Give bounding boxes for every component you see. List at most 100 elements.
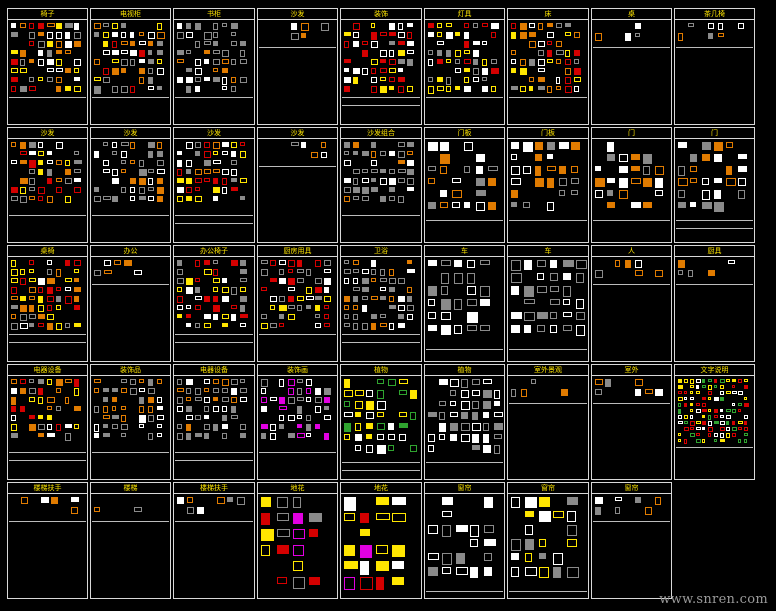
cad-block[interactable] <box>222 296 229 302</box>
cad-block[interactable] <box>186 169 191 174</box>
cad-block[interactable] <box>213 41 218 46</box>
cad-block[interactable] <box>56 296 61 302</box>
cad-block[interactable] <box>38 187 45 194</box>
cad-block[interactable] <box>94 77 101 81</box>
cad-block[interactable] <box>94 86 101 94</box>
cad-block[interactable] <box>524 312 535 321</box>
cad-block[interactable] <box>103 406 108 413</box>
cad-block[interactable] <box>470 525 479 537</box>
cad-block[interactable] <box>306 397 311 402</box>
cad-block[interactable] <box>56 68 63 72</box>
cad-block[interactable] <box>130 59 135 66</box>
cad-block[interactable] <box>47 406 52 410</box>
cad-block[interactable] <box>442 567 451 574</box>
cad-block[interactable] <box>20 388 26 394</box>
cad-block[interactable] <box>148 68 153 74</box>
cad-block[interactable] <box>56 160 62 165</box>
cad-block[interactable] <box>678 178 688 186</box>
cad-block[interactable] <box>112 68 119 75</box>
cad-block[interactable] <box>547 154 553 159</box>
cad-block[interactable] <box>380 169 386 173</box>
cad-block[interactable] <box>11 278 18 283</box>
cad-block[interactable] <box>222 151 228 155</box>
cad-block[interactable] <box>371 296 378 300</box>
cad-block[interactable] <box>186 196 192 201</box>
cad-block[interactable] <box>678 190 685 198</box>
cad-block[interactable] <box>553 511 564 518</box>
cad-block[interactable] <box>353 314 358 320</box>
cad-block[interactable] <box>20 305 27 312</box>
cad-block[interactable] <box>538 41 545 47</box>
cad-block[interactable] <box>565 50 570 57</box>
cad-block[interactable] <box>464 32 469 39</box>
cad-block[interactable] <box>389 287 395 292</box>
cad-block[interactable] <box>20 379 26 384</box>
cad-block[interactable] <box>301 142 306 148</box>
cad-block[interactable] <box>297 278 304 283</box>
cad-block[interactable] <box>38 50 43 56</box>
cad-block[interactable] <box>195 433 202 437</box>
cad-block[interactable] <box>38 169 43 175</box>
cad-block[interactable] <box>473 77 479 82</box>
cad-block[interactable] <box>355 434 362 441</box>
block-library-panel[interactable]: 电器设备 <box>173 364 255 480</box>
cad-block[interactable] <box>398 50 405 56</box>
cad-block[interactable] <box>678 421 683 424</box>
cad-block[interactable] <box>690 397 694 400</box>
cad-block[interactable] <box>355 412 361 417</box>
cad-block[interactable] <box>148 415 154 422</box>
cad-block[interactable] <box>139 187 145 194</box>
cad-block[interactable] <box>279 314 284 319</box>
cad-block[interactable] <box>240 50 245 57</box>
cad-block[interactable] <box>344 577 355 590</box>
cad-block[interactable] <box>11 196 18 201</box>
cad-block[interactable] <box>270 323 277 328</box>
cad-block[interactable] <box>231 305 237 309</box>
cad-block[interactable] <box>353 196 359 200</box>
cad-block[interactable] <box>213 77 220 82</box>
cad-block[interactable] <box>738 166 747 172</box>
cad-block[interactable] <box>293 577 305 589</box>
cad-block[interactable] <box>240 269 247 274</box>
cad-block[interactable] <box>157 68 164 75</box>
cad-block[interactable] <box>231 406 236 413</box>
cad-block[interactable] <box>315 323 321 328</box>
cad-block[interactable] <box>103 32 109 38</box>
cad-block[interactable] <box>450 423 458 431</box>
cad-block[interactable] <box>437 77 443 82</box>
cad-block[interactable] <box>177 151 182 155</box>
cad-block[interactable] <box>186 379 193 385</box>
cad-block[interactable] <box>38 424 45 430</box>
cad-block[interactable] <box>407 305 414 311</box>
cad-block[interactable] <box>450 412 458 417</box>
cad-block[interactable] <box>20 160 27 164</box>
cad-block[interactable] <box>446 50 451 57</box>
cad-block[interactable] <box>353 269 359 273</box>
cad-block[interactable] <box>240 433 246 438</box>
cad-block[interactable] <box>29 160 36 168</box>
cad-block[interactable] <box>708 23 714 29</box>
block-library-panel[interactable]: 书柜 <box>173 8 255 125</box>
cad-block[interactable] <box>148 151 153 158</box>
cad-block[interactable] <box>473 59 478 65</box>
cad-block[interactable] <box>74 424 79 429</box>
cad-block[interactable] <box>407 160 414 166</box>
cad-block[interactable] <box>74 68 79 73</box>
cad-block[interactable] <box>362 50 368 57</box>
cad-block[interactable] <box>362 196 369 201</box>
cad-block[interactable] <box>571 178 579 184</box>
cad-block[interactable] <box>291 33 299 40</box>
cad-block[interactable] <box>306 433 311 437</box>
cad-block[interactable] <box>690 178 697 183</box>
cad-block[interactable] <box>473 50 479 57</box>
cad-block[interactable] <box>473 41 480 45</box>
cad-block[interactable] <box>714 385 717 388</box>
cad-block[interactable] <box>231 287 237 295</box>
cad-block[interactable] <box>511 260 521 271</box>
cad-block[interactable] <box>121 86 128 93</box>
cad-block[interactable] <box>547 86 552 93</box>
cad-block[interactable] <box>511 325 520 333</box>
cad-block[interactable] <box>65 296 72 304</box>
cad-block[interactable] <box>655 178 663 188</box>
cad-block[interactable] <box>344 379 350 388</box>
